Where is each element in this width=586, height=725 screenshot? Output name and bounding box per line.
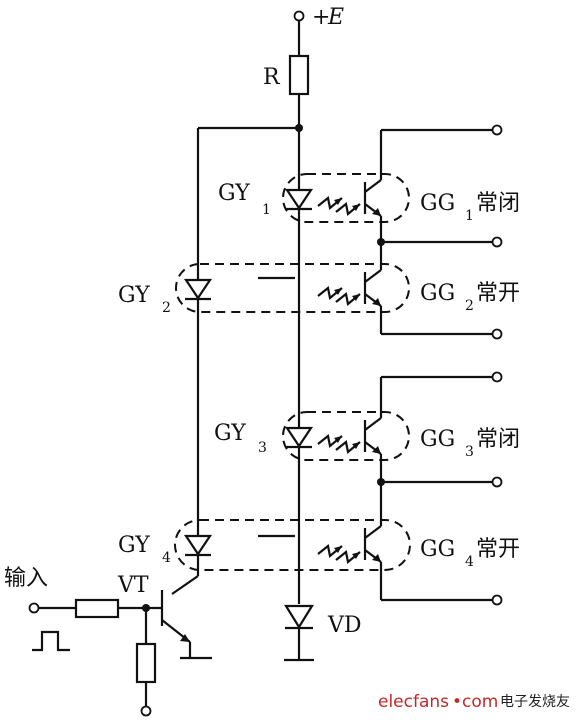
input-stage [28,590,212,717]
coupler-4-boundary [174,519,411,571]
supply-plus: + [312,5,330,30]
gg3-label: GG [420,427,455,452]
gg2-label: GG [420,281,455,306]
optocoupler-3 [282,371,503,488]
coupler-2-boundary [175,263,410,313]
gg2-state: 常开 [476,281,520,306]
gy1-sub: 1 [262,202,271,218]
gg4-sub: 4 [465,554,474,570]
transistor-label: VT [117,573,149,598]
led-gy4-icon [183,534,213,556]
gy2-label: GY [118,283,150,308]
gg3-sub: 3 [465,444,474,460]
resistor-label: R [263,65,281,90]
led-gy2-icon [183,278,213,300]
gg4-label: GG [420,537,455,562]
gy3-sub: 3 [258,440,267,456]
watermark-logo: elecfans • com 电子发烧友 [378,692,570,712]
gy1-label: GY [218,181,250,206]
base-resistor [135,642,157,684]
input-label: 输入 [4,566,48,591]
watermark-cn: 电子发烧友 [500,694,570,710]
optocoupler-2 [175,242,503,340]
supply-terminal [293,10,305,22]
resistor-r [288,54,310,96]
supply-branch [198,10,310,604]
diode-vd [284,604,314,662]
left-branch [171,128,200,595]
input-terminal [28,602,40,614]
supply-var: E [327,5,344,30]
watermark-tld: com [462,692,498,712]
input-resistor [74,598,120,619]
coupler-1-boundary [282,173,410,223]
gy3-label: GY [214,421,246,446]
optocoupler-1 [282,124,503,248]
diode-vd-icon [284,604,314,630]
gg1-sub: 1 [465,208,474,224]
gg3-state: 常闭 [476,427,520,452]
pulse-waveform-icon [32,630,70,652]
coupler-3-boundary [282,411,410,461]
led-gy3-icon [284,426,314,448]
optocoupler-4 [174,482,503,606]
gy2-sub: 2 [162,300,171,316]
gy4-sub: 4 [162,550,171,566]
gg1-state: 常闭 [476,191,520,216]
led-gy1-icon [284,188,314,210]
diode-label: VD [327,613,362,638]
gg4-state: 常开 [476,537,520,562]
gg1-label: GG [420,191,455,216]
gg2-sub: 2 [465,298,474,314]
watermark-dot: • [452,692,462,712]
watermark-brand: elecfans [378,692,449,712]
gy4-label: GY [118,533,150,558]
